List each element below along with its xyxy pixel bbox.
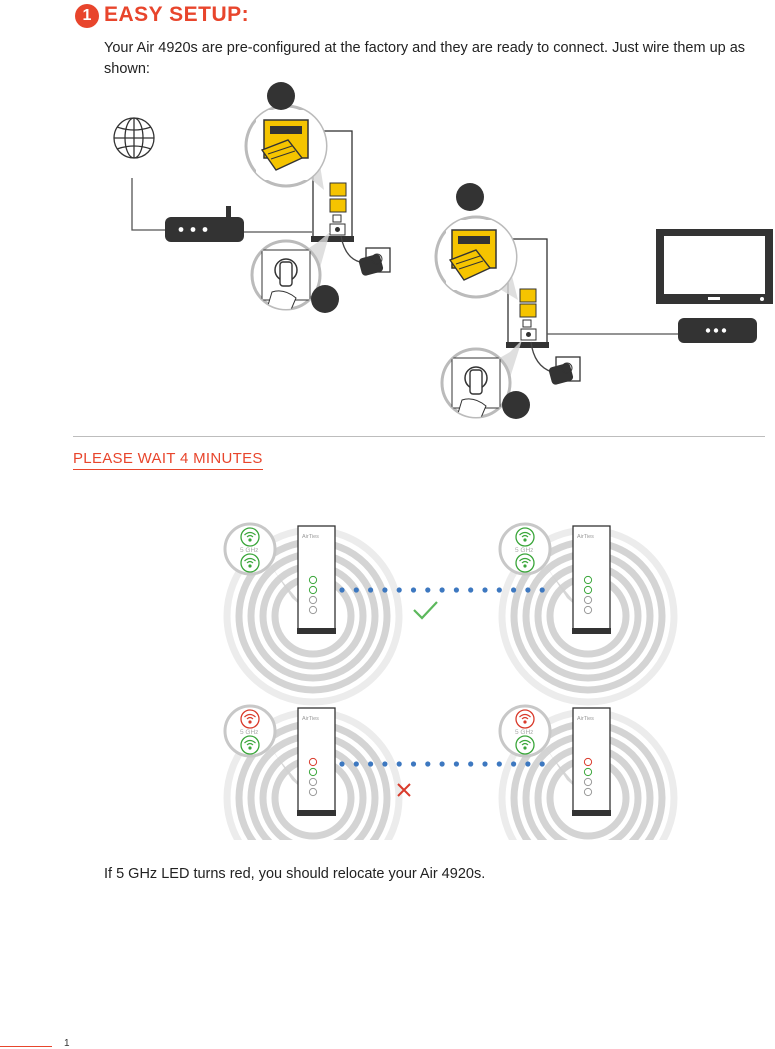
link-dot (339, 761, 344, 766)
link-dots (339, 761, 544, 766)
router-unit-bad-left: AirTies 5 GHz (225, 706, 399, 840)
led-label: 5 GHz (240, 729, 258, 736)
status-led (309, 586, 316, 593)
brand-label: AirTies (577, 534, 594, 540)
status-led (584, 596, 591, 603)
setup-diagram (0, 0, 775, 436)
status-led (309, 768, 316, 775)
status-led (584, 606, 591, 613)
status-led (584, 758, 591, 765)
router-unit-ok-left: AirTies 5 GHz (225, 524, 399, 702)
link-dot (482, 587, 487, 592)
led-label: 5 GHz (240, 547, 258, 554)
wifi-led-icon (516, 528, 534, 546)
link-dot (354, 587, 359, 592)
status-led (309, 788, 316, 795)
link-dot (454, 587, 459, 592)
brand-label: AirTies (302, 716, 319, 722)
router-unit-ok-right: AirTies 5 GHz (500, 524, 674, 702)
brand-label: AirTies (577, 716, 594, 722)
led-label: 5 GHz (515, 729, 533, 736)
link-dot (540, 761, 545, 766)
link-dot (368, 761, 373, 766)
link-dot (511, 761, 516, 766)
link-dot (511, 587, 516, 592)
globe-icon (114, 118, 154, 158)
status-led (584, 768, 591, 775)
link-dot (382, 587, 387, 592)
router-unit-bad-right: AirTies 5 GHz (500, 706, 674, 840)
link-dot (497, 761, 502, 766)
set-top-box-icon (678, 318, 757, 343)
ethernet-zoom-callout-2 (436, 217, 518, 300)
link-dot (411, 761, 416, 766)
link-dot (339, 587, 344, 592)
wifi-led-icon (241, 528, 259, 546)
link-dot (425, 761, 430, 766)
link-dot (368, 587, 373, 592)
section-divider (73, 436, 765, 437)
link-dot (468, 587, 473, 592)
link-dot (525, 587, 530, 592)
wait-heading: PLEASE WAIT 4 MINUTES (73, 450, 263, 470)
tv-icon (656, 229, 773, 304)
link-dot (540, 587, 545, 592)
led-label: 5 GHz (515, 547, 533, 554)
status-led (584, 576, 591, 583)
link-dot (482, 761, 487, 766)
step-marker-dot (456, 183, 484, 211)
step-marker-dot (502, 391, 530, 419)
wifi-led-icon (241, 736, 259, 754)
status-led (309, 606, 316, 613)
ethernet-zoom-callout-1 (246, 106, 326, 190)
link-dot (468, 761, 473, 766)
wifi-led-icon (241, 710, 259, 728)
status-led (309, 758, 316, 765)
status-led (584, 778, 591, 785)
modem-icon (165, 206, 244, 242)
wall-socket-icon (358, 248, 390, 277)
wifi-led-icon (516, 710, 534, 728)
link-dot (525, 761, 530, 766)
relocate-note: If 5 GHz LED turns red, you should reloc… (104, 866, 485, 882)
status-led (309, 596, 316, 603)
brand-label: AirTies (302, 534, 319, 540)
step-marker-dot (267, 82, 295, 110)
page-rule (0, 1046, 52, 1047)
step-marker-dot (311, 285, 339, 313)
link-dot (397, 587, 402, 592)
check-icon (414, 602, 437, 618)
link-dots (339, 587, 544, 592)
wifi-led-icon (241, 554, 259, 572)
wifi-led-icon (516, 736, 534, 754)
link-dot (354, 761, 359, 766)
page-number: 1 (64, 1038, 70, 1049)
link-dot (497, 587, 502, 592)
status-led (584, 586, 591, 593)
link-dot (425, 587, 430, 592)
link-dot (382, 761, 387, 766)
link-dot (411, 587, 416, 592)
wall-socket-icon (548, 357, 580, 386)
link-dot (454, 761, 459, 766)
link-dot (440, 587, 445, 592)
router-device-2 (506, 239, 678, 372)
link-dot (440, 761, 445, 766)
wifi-led-icon (516, 554, 534, 572)
status-led (309, 576, 316, 583)
status-led (309, 778, 316, 785)
link-dot (397, 761, 402, 766)
status-led (584, 788, 591, 795)
